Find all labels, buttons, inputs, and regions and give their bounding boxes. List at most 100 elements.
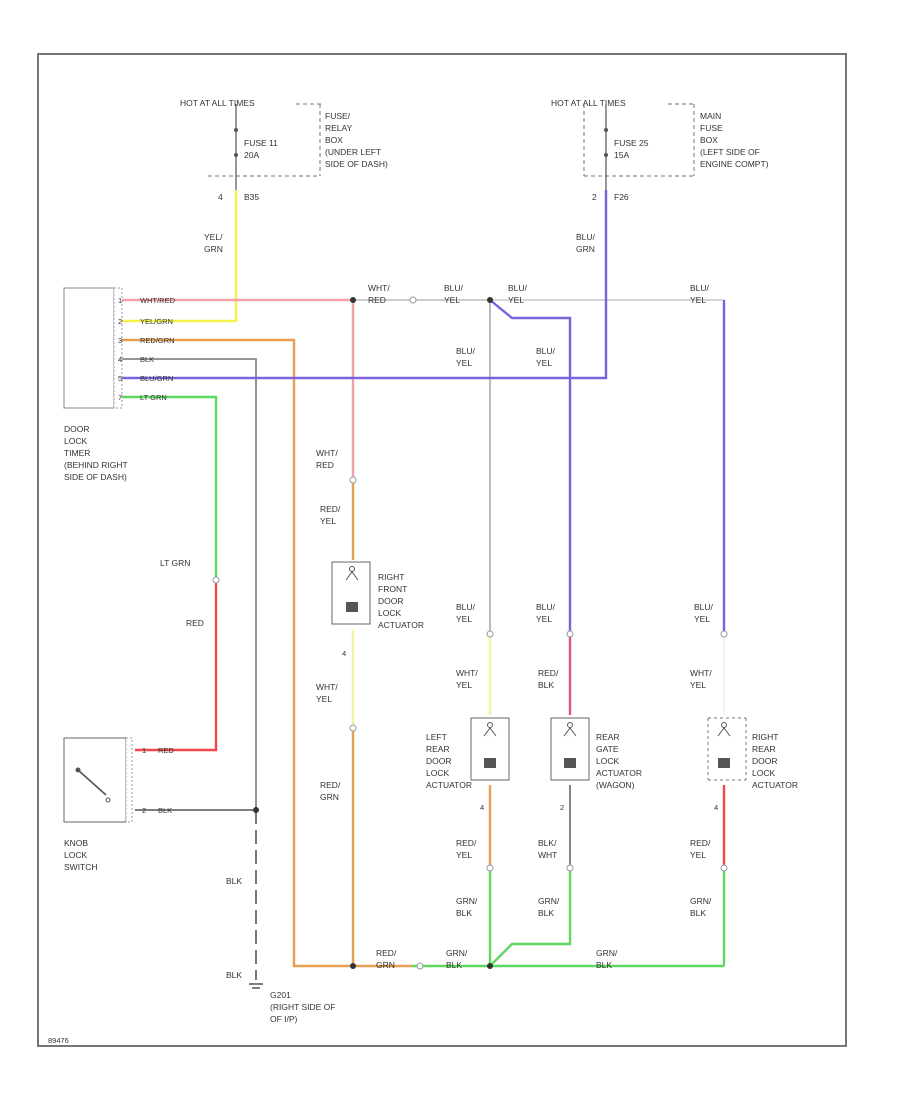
splices: [212, 296, 728, 970]
left-fuse-label: FUSE 11: [244, 138, 278, 148]
lbl-wht-yel-lr-b: YEL: [456, 680, 472, 690]
lbl-blk-wht-rg-a: BLK/: [538, 838, 557, 848]
wires: [122, 190, 726, 980]
rf-pin: 4: [342, 649, 346, 658]
lbl-wht-red-rf-b: RED: [316, 460, 334, 470]
rr-act-name-0: RIGHT: [752, 732, 778, 742]
wire-blu-grn: [122, 190, 608, 380]
switch-name-2: SWITCH: [64, 862, 98, 872]
lbl-blu-yel-lr-a: BLU/: [456, 602, 476, 612]
lbl-red-grn-bottom-a: RED/: [376, 948, 397, 958]
left-pin: 4: [218, 192, 223, 202]
lbl-blu-yel-rr-a: BLU/: [694, 602, 714, 612]
lbl-yel-grn-b: GRN: [204, 244, 223, 254]
lbl-grn-blk-bus-a: GRN/: [596, 948, 618, 958]
lbl-grn-blk-bus-b: BLK: [596, 960, 612, 970]
door-lock-timer: 1 WHT/RED 2 YEL/GRN 3 RED/GRN 4 BLK 5 BL…: [63, 287, 176, 482]
wire-blu-yel-rg: [489, 299, 572, 634]
lr-act-name-4: ACTUATOR: [426, 780, 472, 790]
lbl-red-blk-rg-b: BLK: [538, 680, 554, 690]
timer-pin-5: 5: [118, 374, 122, 383]
diagram-border: [37, 53, 847, 1047]
lbl-blu-yel-rg-top-a: BLU/: [508, 283, 528, 293]
switch-pin-2: 2: [142, 806, 146, 815]
timer-pin-1: 1: [118, 296, 122, 305]
wire-blk-timer: [122, 358, 257, 810]
lbl-blu-grn-a: BLU/: [576, 232, 596, 242]
left-hot-label: HOT AT ALL TIMES: [180, 98, 255, 108]
lbl-red-yel-lr-a: RED/: [456, 838, 477, 848]
right-box-desc-3: (LEFT SIDE OF: [700, 147, 760, 157]
rg-act-name-4: (WAGON): [596, 780, 635, 790]
rr-act-name-1: REAR: [752, 744, 776, 754]
timer-wire-7: LT GRN: [140, 393, 167, 402]
actuator-rear-gate: REAR GATE LOCK ACTUATOR (WAGON) 2: [550, 717, 642, 812]
rg-pin: 2: [560, 803, 564, 812]
rf-act-name-4: ACTUATOR: [378, 620, 424, 630]
rg-act-name-2: LOCK: [596, 756, 619, 766]
lbl-grn-blk-lr-b: BLK: [456, 908, 472, 918]
lbl-blu-yel-rg-mid-a: BLU/: [536, 346, 556, 356]
lbl-blu-yel-lr-b: YEL: [456, 614, 472, 624]
lbl-wht-yel-rf-b: YEL: [316, 694, 332, 704]
switch-pin-2-wire: BLK: [158, 806, 172, 815]
lbl-red: RED: [186, 618, 204, 628]
lr-act-name-1: REAR: [426, 744, 450, 754]
lbl-wht-yel-rr-a: WHT/: [690, 668, 712, 678]
lbl-blu-yel-rr-top-b: YEL: [690, 295, 706, 305]
actuator-right-rear: RIGHT REAR DOOR LOCK ACTUATOR 4: [707, 717, 798, 812]
right-fuse-amp: 15A: [614, 150, 629, 160]
lbl-blu-yel-top-b: YEL: [444, 295, 460, 305]
rf-act-name-3: LOCK: [378, 608, 401, 618]
timer-name-2: TIMER: [64, 448, 90, 458]
right-fuse-label: FUSE 25: [614, 138, 649, 148]
timer-wire-1: WHT/RED: [140, 296, 176, 305]
right-hot-label: HOT AT ALL TIMES: [551, 98, 626, 108]
right-fuse-supply: HOT AT ALL TIMES FUSE 25 15A MAIN FUSE B…: [551, 98, 769, 202]
lbl-yel-grn-a: YEL/: [204, 232, 223, 242]
ground-name-0: G201: [270, 990, 291, 1000]
wire-labels: YEL/ GRN BLU/ GRN WHT/ RED BLU/ YEL BLU/…: [160, 232, 714, 980]
left-fuse-amp: 20A: [244, 150, 259, 160]
lbl-wht-yel-rr-b: YEL: [690, 680, 706, 690]
lbl-grn-blk-bottom-b: BLK: [446, 960, 462, 970]
wire-lt-grn: [122, 395, 218, 580]
lr-act-name-2: DOOR: [426, 756, 452, 766]
lbl-red-grn-rf-b: GRN: [320, 792, 339, 802]
lr-pin: 4: [480, 803, 484, 812]
lbl-blu-yel-lr-mid-a: BLU/: [456, 346, 476, 356]
lbl-grn-blk-lr-a: GRN/: [456, 896, 478, 906]
wire-red-switch: [135, 580, 218, 752]
lbl-blk-ground: BLK: [226, 970, 242, 980]
lbl-blu-yel-rg-a: BLU/: [536, 602, 556, 612]
lbl-lt-grn: LT GRN: [160, 558, 190, 568]
rg-act-name-1: GATE: [596, 744, 619, 754]
ground-name-2: OF I/P): [270, 1014, 298, 1024]
wire-grn-blk-rg: [489, 868, 572, 967]
lr-act-name-3: LOCK: [426, 768, 449, 778]
lbl-blk: BLK: [226, 876, 242, 886]
timer-pin-2: 2: [118, 317, 122, 326]
left-connector: B35: [244, 192, 259, 202]
timer-name-1: LOCK: [64, 436, 87, 446]
rr-act-name-4: ACTUATOR: [752, 780, 798, 790]
timer-wire-5: BLU/GRN: [140, 374, 173, 383]
timer-pin-3: 3: [118, 336, 122, 345]
rr-pin: 4: [714, 803, 718, 812]
timer-name-3: (BEHIND RIGHT: [64, 460, 128, 470]
left-box-desc-4: SIDE OF DASH): [325, 159, 388, 169]
lbl-red-yel-rr-b: YEL: [690, 850, 706, 860]
lbl-grn-blk-bottom-a: GRN/: [446, 948, 468, 958]
right-connector: F26: [614, 192, 629, 202]
lbl-grn-blk-rg-b: BLK: [538, 908, 554, 918]
lbl-blu-yel-rg-mid-b: YEL: [536, 358, 552, 368]
lbl-grn-blk-rg-a: GRN/: [538, 896, 560, 906]
rr-act-name-3: LOCK: [752, 768, 775, 778]
lbl-blu-yel-rr-b: YEL: [694, 614, 710, 624]
lbl-red-grn-rf-a: RED/: [320, 780, 341, 790]
right-box-desc-1: FUSE: [700, 123, 723, 133]
knob-lock-switch: 1 RED 2 BLK KNOB LOCK SWITCH: [63, 737, 174, 872]
right-pin: 2: [592, 192, 597, 202]
footer-code: 89476: [48, 1036, 69, 1045]
